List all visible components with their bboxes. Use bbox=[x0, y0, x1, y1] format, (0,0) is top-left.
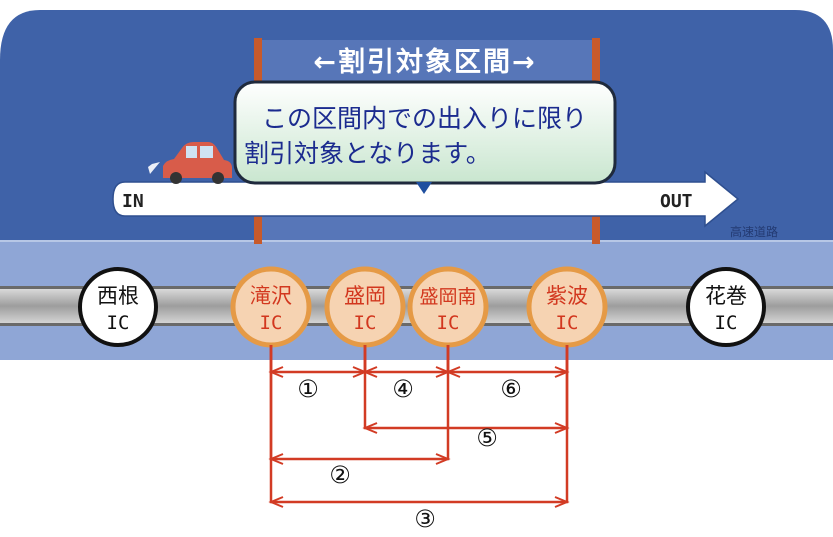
ic-sub: IC bbox=[437, 312, 460, 334]
in-out-arrow bbox=[112, 170, 740, 228]
route-label-6: ⑥ bbox=[500, 375, 522, 403]
route-arrowtail-5 bbox=[362, 422, 378, 434]
route-label-1: ① bbox=[297, 375, 319, 403]
route-layer: ① ② ③ ④ ⑤⑥ bbox=[268, 345, 570, 533]
route-arrowtail-3 bbox=[268, 496, 284, 508]
ic-circle bbox=[78, 267, 158, 347]
ic-sub: IC bbox=[354, 312, 377, 334]
ic-circle bbox=[686, 267, 766, 347]
callout-line-1: この区間内での出入りに限り bbox=[262, 104, 587, 133]
ic-shiwa: 紫波 IC bbox=[526, 266, 608, 348]
route-label-4: ④ bbox=[392, 375, 414, 403]
callout-line-2: 割引対象となります。 bbox=[244, 139, 491, 168]
out-label: OUT bbox=[660, 191, 693, 212]
callout-bubble: この区間内での出入りに限り 割引対象となります。 bbox=[233, 80, 617, 194]
ic-takizawa: 滝沢 IC bbox=[230, 266, 312, 348]
route-label-5: ⑤ bbox=[476, 424, 498, 452]
callout-pointer bbox=[416, 182, 432, 194]
car-icon bbox=[148, 142, 232, 184]
ic-name: 盛岡 bbox=[344, 284, 386, 308]
route-arrowhead-3 bbox=[554, 496, 570, 508]
route-arrowhead-6 bbox=[554, 366, 570, 378]
route-arrowhead-5 bbox=[554, 422, 570, 434]
ic-name: 西根 bbox=[97, 284, 139, 308]
ic-sub: IC bbox=[715, 312, 738, 334]
ic-sub: IC bbox=[107, 312, 130, 334]
route-line-6 bbox=[446, 345, 569, 374]
ic-name: 紫波 bbox=[546, 284, 588, 308]
interchange-layer: 西根 IC 滝沢 IC 盛岡 IC 盛岡南 IC 紫波 IC 花巻 IC bbox=[78, 266, 766, 348]
ic-sub: IC bbox=[556, 312, 579, 334]
in-label: IN bbox=[122, 191, 144, 212]
ic-nishine: 西根 IC bbox=[78, 267, 158, 347]
route-line-3 bbox=[269, 345, 569, 504]
discount-section-header: ←割引対象区間→ bbox=[313, 46, 536, 78]
ic-name: 滝沢 bbox=[250, 284, 292, 308]
ic-morioka: 盛岡 IC bbox=[324, 266, 406, 348]
route-line-5 bbox=[363, 345, 569, 430]
ic-sub: IC bbox=[260, 312, 283, 334]
ic-name: 花巻 bbox=[705, 284, 747, 308]
route-arrowhead-2 bbox=[435, 453, 451, 465]
ic-hanamaki: 花巻 IC bbox=[686, 267, 766, 347]
road-band-top-edge bbox=[0, 240, 833, 242]
expressway-label: 高速道路 bbox=[730, 224, 778, 239]
route-arrowtail-6 bbox=[445, 366, 461, 378]
ic-morioka-minami: 盛岡南 IC bbox=[407, 266, 489, 348]
ic-name: 盛岡南 bbox=[419, 286, 476, 308]
route-label-3: ③ bbox=[414, 505, 436, 533]
route-label-2: ② bbox=[329, 461, 351, 489]
